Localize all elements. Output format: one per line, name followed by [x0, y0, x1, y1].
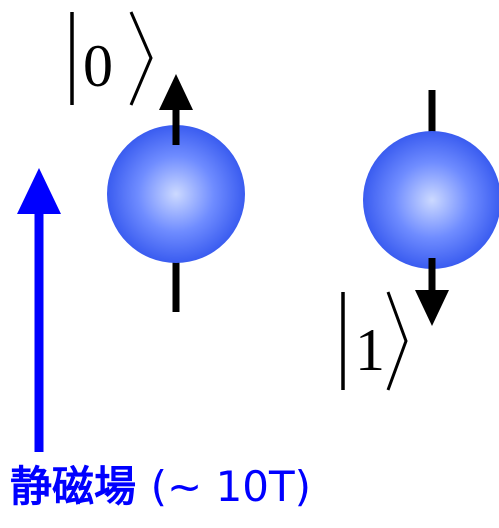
spin-down-sphere: [363, 131, 499, 269]
spin-up-sphere: [107, 125, 245, 263]
ket-0-angle: [129, 11, 153, 106]
ket-0: 0: [70, 11, 153, 106]
ket-1-label: 1: [355, 317, 385, 383]
magnetic-field-arrow: [17, 168, 61, 452]
field-strength: (~ 10T): [150, 462, 312, 511]
field-caption: 静磁場 (~ 10T): [10, 466, 311, 508]
ket-1-angle: [386, 291, 408, 391]
spin-down-arrowhead: [415, 290, 449, 326]
spin-up-arrowhead: [159, 74, 193, 110]
field-name: 静磁場: [10, 462, 137, 511]
ket-1: 1: [341, 291, 408, 391]
spin-down-particle: [363, 90, 499, 326]
ket-0-label: 0: [83, 33, 113, 99]
field-arrow-head: [17, 168, 61, 214]
spin-up-particle: [107, 74, 245, 312]
